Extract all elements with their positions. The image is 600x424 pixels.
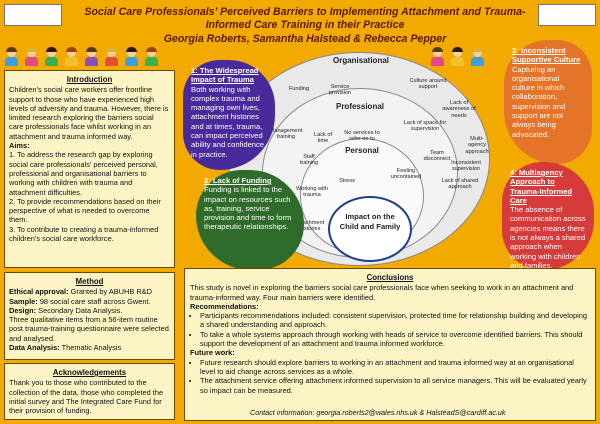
barrier-heading: 1: The Widespread Impact of Trauma (191, 66, 259, 85)
barrier-body: Capturing an organisational culture in w… (512, 64, 566, 139)
acknowledgements-body: Thank you to those who contributed to th… (9, 378, 164, 416)
theme-label: Lack of space for supervision (403, 120, 447, 133)
barrier-body: The absence of communication across agen… (510, 205, 586, 270)
theme-label: Lack of awareness of needs (442, 100, 476, 119)
aim-item: 1. To address the research gap by explor… (9, 150, 158, 197)
method-panel: Method Ethical approval: Granted by ABUH… (4, 272, 175, 360)
theme-label: Attachment histories (295, 220, 325, 233)
barrier-body: Both working with complex trauma and man… (191, 84, 265, 159)
barrier-4-callout: 4: Multiagency Approach to Trauma-Inform… (502, 162, 594, 270)
aim-item: 2. To provide recommendations based on t… (9, 196, 161, 225)
introduction-heading: Introduction (66, 75, 113, 84)
right-logo (538, 4, 596, 26)
theme-label: Stress (339, 178, 355, 184)
barrier-2-callout: 2: Lack of Funding Funding is linked to … (196, 170, 304, 270)
acknowledgements-heading: Acknowledgements (52, 368, 127, 377)
theme-label: Feeling uncontained (390, 168, 422, 181)
barrier-body: Funding is linked to the impact on resou… (204, 185, 292, 232)
poster-title: Social Care Professionals’ Perceived Bar… (84, 6, 526, 31)
method-line: Data Analysis: Thematic Analysis (9, 343, 122, 353)
future-work-list: Future research should explore barriers … (200, 358, 590, 395)
theme-label: Inconsistent supervision (451, 160, 481, 173)
introduction-panel: Introduction Children’s social care work… (4, 70, 175, 268)
barrier-1-callout: 1: The Widespread Impact of Trauma Both … (183, 60, 275, 170)
centre-label: Impact on the Child and Family (339, 212, 401, 231)
theme-label: Staff training (299, 154, 319, 167)
organisational-label: Organisational (332, 56, 389, 65)
conclusions-panel: Conclusions This study is novel in explo… (184, 268, 596, 421)
personal-label: Personal (345, 146, 379, 155)
centre-circle (328, 196, 412, 262)
theme-label: Team disconnect (423, 150, 451, 163)
children-illustration (4, 47, 158, 68)
theme-label: Lack of shared approach (441, 178, 479, 191)
list-item: Participants recommendations included: c… (200, 311, 590, 330)
recommendations-list: Participants recommendations included: c… (200, 311, 590, 348)
left-logo (4, 4, 62, 26)
theme-label: Multi-agency approach (465, 136, 489, 155)
contact-info: Contact information: georgia.roberts2@wa… (250, 408, 506, 417)
barrier-3-callout: 3: Inconsistent Supportive Culture Captu… (504, 40, 592, 164)
poster-authors: Georgia Roberts, Samantha Halstead & Reb… (163, 33, 447, 45)
theme-label: Service provision (328, 84, 352, 97)
conclusions-intro: This study is novel in exploring the bar… (190, 283, 574, 302)
list-item: Future research should explore barriers … (200, 358, 590, 377)
future-work-label: Future work: (190, 348, 235, 358)
theme-label: Management training (269, 128, 303, 141)
barrier-heading: 2: Lack of Funding (204, 176, 272, 185)
introduction-body: Children’s social care workers offer fro… (9, 85, 169, 141)
method-line: Ethical approval: Granted by ABUHB R&D (9, 287, 152, 297)
theme-label: Working with trauma (296, 186, 328, 199)
recommendations-label: Recommendations: (190, 301, 259, 311)
method-line: Three qualitative items from a 56-item r… (9, 315, 169, 343)
acknowledgements-panel: Acknowledgements Thank you to those who … (4, 363, 175, 420)
theme-label: No services to refer on to (344, 130, 380, 143)
conclusions-heading: Conclusions (366, 273, 414, 282)
theme-label: Lack of time (313, 132, 333, 145)
method-line: Design: Secondary Data Analysis. (9, 305, 123, 315)
barriers-diagram: Organisational Professional Personal Imp… (180, 48, 510, 266)
list-item: To take a whole systems approach through… (200, 330, 590, 349)
method-heading: Method (75, 277, 104, 286)
barrier-heading: 4: Multiagency Approach to Trauma-Inform… (510, 168, 573, 205)
children-illustration-right (430, 47, 484, 68)
theme-label: Culture around support (409, 78, 447, 91)
list-item: The attachment service offering attachme… (200, 376, 590, 395)
barrier-heading: 3: Inconsistent Supportive Culture (512, 46, 581, 65)
aims-label: Aims: (9, 141, 30, 151)
aim-item: 3. To contribute to creating a trauma-in… (9, 224, 159, 244)
theme-label: Funding (288, 86, 310, 92)
method-line: Sample: 98 social care staff across Gwen… (9, 296, 151, 306)
professional-label: Professional (335, 102, 384, 111)
